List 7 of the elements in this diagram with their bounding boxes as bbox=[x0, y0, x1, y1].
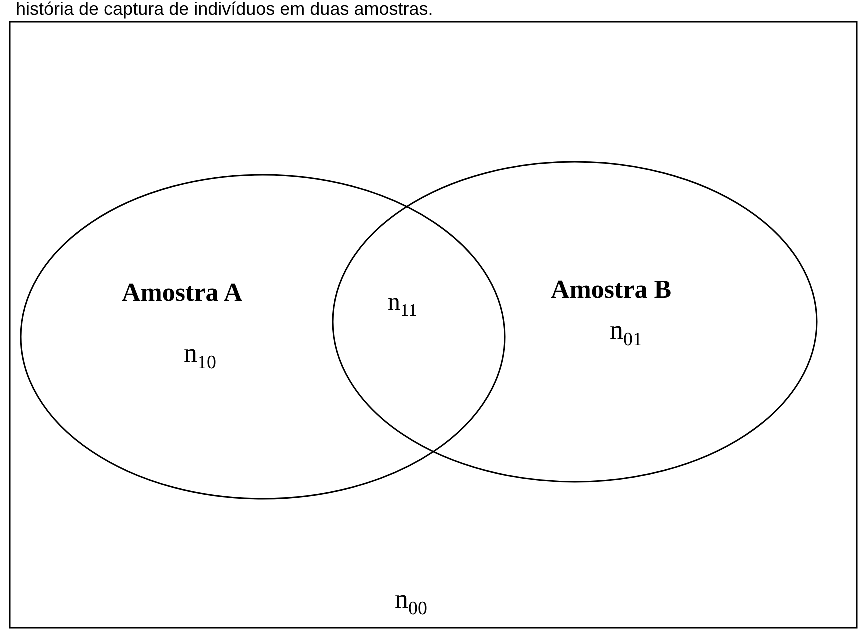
set-heading: Amostra A bbox=[122, 280, 243, 306]
region-count: n$_{00}$ bbox=[395, 586, 428, 620]
caption-text: história de captura de indivíduos em duas amostras. bbox=[16, 0, 434, 18]
region-count: n$_{11}$ bbox=[388, 290, 418, 320]
region-count: n$_{01}$ bbox=[610, 317, 642, 350]
region-count: n$_{10}$ bbox=[184, 340, 216, 374]
set-heading: Amostra B bbox=[551, 277, 672, 303]
